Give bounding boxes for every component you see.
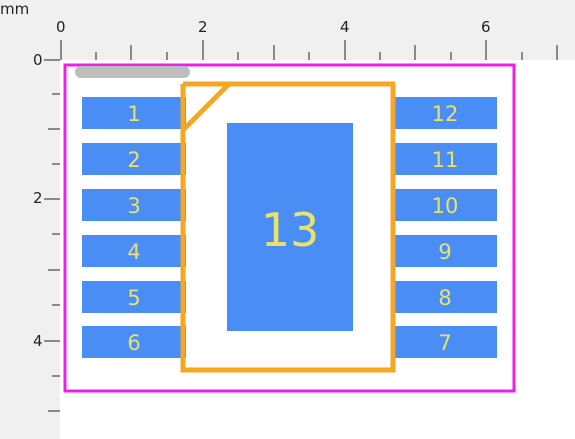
top-ruler bbox=[0, 0, 575, 60]
top-ruler-label-0: 0 bbox=[56, 18, 66, 36]
top-ruler-ticks bbox=[60, 40, 558, 60]
top-ruler-label-6: 6 bbox=[481, 18, 491, 36]
pad-10[interactable] bbox=[393, 189, 497, 221]
pad-label-7: 7 bbox=[438, 331, 451, 355]
pad-7[interactable] bbox=[393, 326, 497, 358]
top-ruler-label-4: 4 bbox=[340, 18, 350, 36]
left-ruler-ticks bbox=[44, 59, 60, 412]
pad-8[interactable] bbox=[393, 281, 497, 313]
pad-label-12: 12 bbox=[432, 102, 459, 126]
pad-label-13: 13 bbox=[261, 203, 320, 257]
pad-1[interactable] bbox=[82, 97, 186, 129]
pad-3[interactable] bbox=[82, 189, 186, 221]
silkscreen-outline bbox=[180, 81, 396, 373]
pad-11[interactable] bbox=[393, 143, 497, 175]
pad-2[interactable] bbox=[82, 143, 186, 175]
pin1-fab-marker bbox=[75, 66, 190, 78]
pad-5[interactable] bbox=[82, 281, 186, 313]
pad-9[interactable] bbox=[393, 235, 497, 267]
unit-label: mm bbox=[0, 0, 30, 18]
pad-label-3: 3 bbox=[127, 194, 140, 218]
left-ruler-label-2: 2 bbox=[33, 189, 43, 207]
pad-label-11: 11 bbox=[432, 148, 459, 172]
pad-12[interactable] bbox=[393, 97, 497, 129]
pad-label-6: 6 bbox=[127, 331, 140, 355]
pad-label-10: 10 bbox=[432, 194, 459, 218]
left-ruler bbox=[0, 0, 60, 439]
pad-label-4: 4 bbox=[127, 240, 140, 264]
pad-label-2: 2 bbox=[127, 148, 140, 172]
courtyard-outline bbox=[63, 63, 516, 393]
pad-label-9: 9 bbox=[438, 240, 451, 264]
pad-13-thermal[interactable] bbox=[227, 123, 353, 331]
pad-label-8: 8 bbox=[438, 286, 451, 310]
top-ruler-label-2: 2 bbox=[198, 18, 208, 36]
left-ruler-label-0: 0 bbox=[33, 51, 43, 69]
left-ruler-label-4: 4 bbox=[33, 332, 43, 350]
pad-4[interactable] bbox=[82, 235, 186, 267]
pad-label-5: 5 bbox=[127, 286, 140, 310]
pad-label-1: 1 bbox=[127, 102, 140, 126]
pad-6[interactable] bbox=[82, 326, 186, 358]
